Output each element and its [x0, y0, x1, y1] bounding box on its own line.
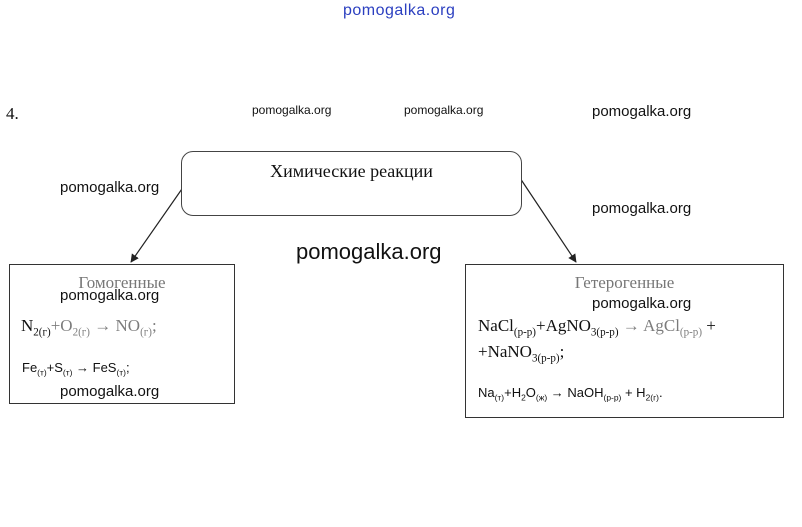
watermark-left-box-2: pomogalka.org [60, 383, 160, 400]
homogeneous-equation-1: N2(г)+O2(г) → NO(г); [21, 316, 157, 339]
watermark-row1-b: pomogalka.org [404, 103, 484, 117]
node-heterogeneous: Гетерогенные NaCl(р-р)+AgNO3(р-р) → AgCl… [465, 264, 784, 418]
arrow-to-homogeneous [130, 185, 185, 263]
homogeneous-equation-2: Fe(т)+S(т) → FeS(т); [22, 360, 130, 378]
heterogeneous-equation-1-continued: +NaNO3(р-р); [478, 342, 565, 365]
watermark-left-mid: pomogalka.org [60, 179, 160, 196]
arrow-to-heterogeneous [519, 177, 577, 263]
task-number: 4. [6, 104, 19, 123]
watermark-row1-a: pomogalka.org [252, 103, 332, 117]
watermark-row1-c: pomogalka.org [592, 103, 692, 120]
watermark-top: pomogalka.org [343, 2, 456, 19]
heterogeneous-equation-1: NaCl(р-р)+AgNO3(р-р) → AgCl(р-р) + [478, 316, 716, 339]
node-heterogeneous-title: Гетерогенные [574, 273, 675, 292]
node-chemical-reactions: Химические реакции [181, 151, 522, 216]
watermark-right-box: pomogalka.org [592, 295, 692, 312]
watermark-right-mid: pomogalka.org [592, 200, 692, 217]
node-homogeneous-title: Гомогенные [78, 273, 166, 292]
node-homogeneous: Гомогенные N2(г)+O2(г) → NO(г); Fe(т)+S(… [9, 264, 235, 404]
watermark-left-box-1: pomogalka.org [60, 287, 160, 304]
watermark-center: pomogalka.org [296, 239, 442, 264]
node-chemical-reactions-label: Химические реакции [270, 161, 433, 181]
heterogeneous-equation-2: Na(т)+H2O(ж) → NaOH(р-р) + H2(г). [478, 385, 663, 403]
